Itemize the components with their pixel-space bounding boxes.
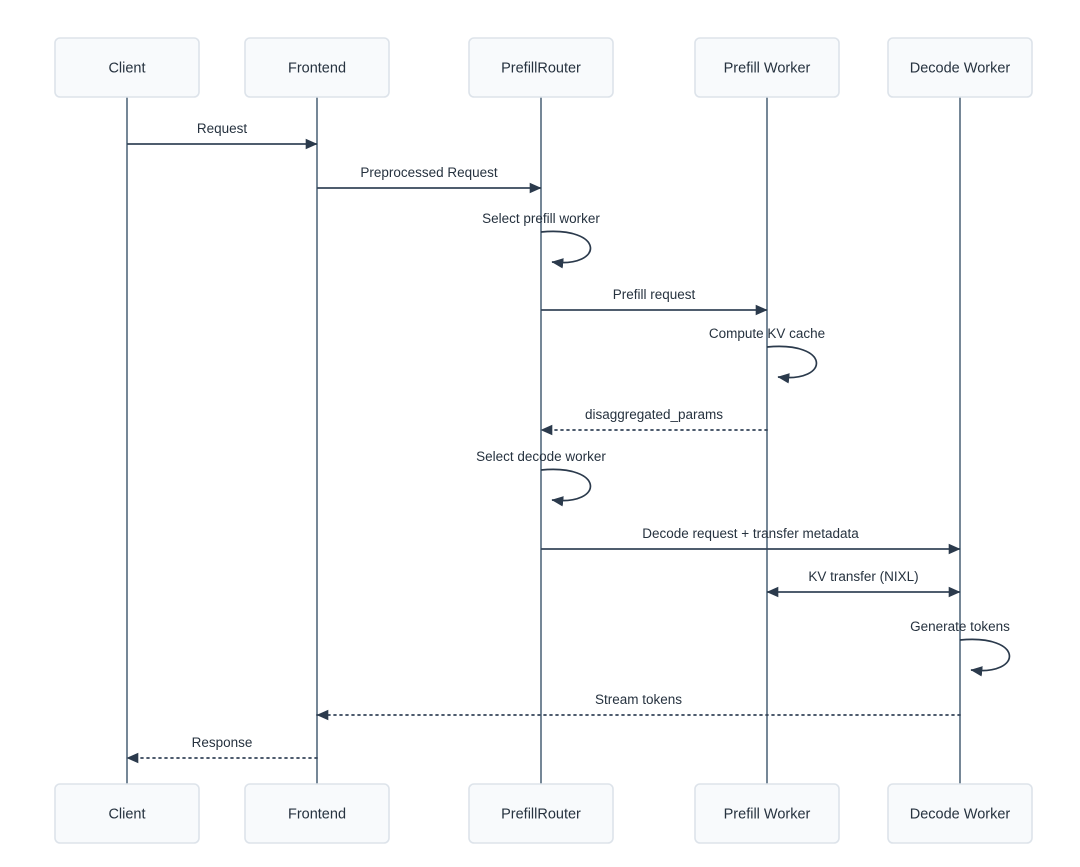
actor-label: Frontend xyxy=(288,806,346,822)
actor-box-bottom-client[interactable]: Client xyxy=(54,783,200,844)
message-label: disaggregated_params xyxy=(585,407,723,422)
actor-box-rect xyxy=(887,783,1033,844)
message-label: Stream tokens xyxy=(595,692,682,707)
actor-box-bottom-frontend[interactable]: Frontend xyxy=(244,783,390,844)
self-message-path xyxy=(959,638,1011,677)
message-label: Preprocessed Request xyxy=(360,165,498,180)
actor-label: Prefill Worker xyxy=(724,60,811,76)
actor-box-top-client[interactable]: Client xyxy=(54,37,200,98)
actor-box-top-decodeworker[interactable]: Decode Worker xyxy=(887,37,1033,98)
actor-box-top-prefillrouter[interactable]: PrefillRouter xyxy=(468,37,614,98)
message-label: Select prefill worker xyxy=(482,211,600,226)
message-6[interactable]: disaggregated_params xyxy=(540,407,768,436)
actor-box-rect xyxy=(468,37,614,98)
actor-label: Client xyxy=(108,806,145,822)
message-8[interactable]: Decode request + transfer metadata xyxy=(541,526,961,555)
actor-box-rect xyxy=(694,37,840,98)
message-11[interactable]: Stream tokens xyxy=(316,692,961,721)
actor-label: Frontend xyxy=(288,60,346,76)
message-label: Select decode worker xyxy=(476,449,606,464)
actors-top-group: Client Frontend PrefillRouter Prefill Worke… xyxy=(54,37,1033,98)
actor-box-bottom-prefillworker[interactable]: Prefill Worker xyxy=(694,783,840,844)
actor-box-bottom-prefillrouter[interactable]: PrefillRouter xyxy=(468,783,614,844)
message-2[interactable]: Preprocessed Request xyxy=(317,165,542,194)
actor-box-rect xyxy=(244,37,390,98)
message-5[interactable]: Compute KV cache xyxy=(709,326,825,384)
actor-box-rect xyxy=(887,37,1033,98)
self-message-path xyxy=(540,230,592,269)
actor-box-rect xyxy=(468,783,614,844)
actor-box-rect xyxy=(54,37,200,98)
message-label: KV transfer (NIXL) xyxy=(808,569,918,584)
message-label: Decode request + transfer metadata xyxy=(642,526,859,541)
message-4[interactable]: Prefill request xyxy=(541,287,768,316)
message-7[interactable]: Select decode worker xyxy=(476,449,606,507)
self-message-path xyxy=(766,345,818,384)
actor-box-bottom-decodeworker[interactable]: Decode Worker xyxy=(887,783,1033,844)
message-3[interactable]: Select prefill worker xyxy=(482,211,600,269)
actor-label: Prefill Worker xyxy=(724,806,811,822)
actor-label: PrefillRouter xyxy=(501,806,581,822)
message-12[interactable]: Response xyxy=(126,735,318,764)
actor-box-top-prefillworker[interactable]: Prefill Worker xyxy=(694,37,840,98)
message-label: Generate tokens xyxy=(910,619,1010,634)
actor-label: Decode Worker xyxy=(910,60,1011,76)
actor-label: Decode Worker xyxy=(910,806,1011,822)
message-label: Compute KV cache xyxy=(709,326,825,341)
actor-box-rect xyxy=(244,783,390,844)
message-label: Response xyxy=(192,735,253,750)
self-message-path xyxy=(540,468,592,507)
message-9[interactable]: KV transfer (NIXL) xyxy=(766,569,961,598)
actors-bottom-group: Client Frontend PrefillRouter Prefill Worke… xyxy=(54,783,1033,844)
actor-box-rect xyxy=(54,783,200,844)
message-label: Prefill request xyxy=(613,287,696,302)
actor-box-top-frontend[interactable]: Frontend xyxy=(244,37,390,98)
message-1[interactable]: Request xyxy=(127,121,318,150)
actor-label: PrefillRouter xyxy=(501,60,581,76)
actor-label: Client xyxy=(108,60,145,76)
message-10[interactable]: Generate tokens xyxy=(910,619,1011,677)
lifelines-group xyxy=(126,97,961,784)
actor-box-rect xyxy=(694,783,840,844)
message-label: Request xyxy=(197,121,248,136)
